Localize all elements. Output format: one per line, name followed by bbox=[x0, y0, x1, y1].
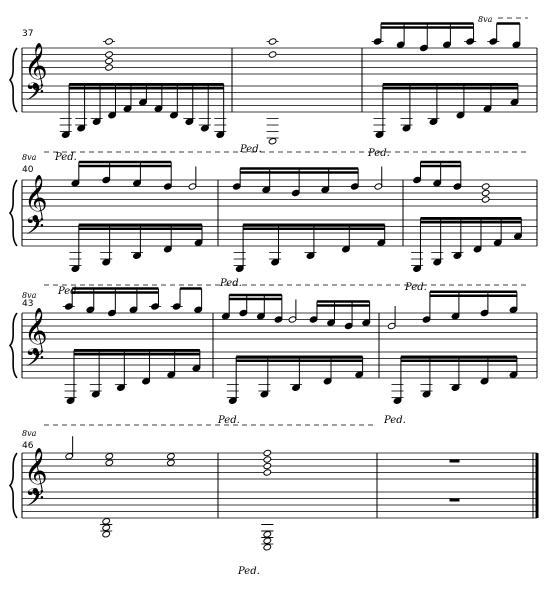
measure-number: 46 bbox=[22, 441, 34, 451]
pedal-marking: Ped. bbox=[239, 144, 262, 155]
measure-number: 43 bbox=[22, 299, 33, 309]
note-head bbox=[263, 449, 272, 457]
pedal-marking: Ped. bbox=[367, 148, 390, 159]
pedal-marking: Ped. bbox=[237, 566, 260, 577]
note-head bbox=[102, 518, 111, 525]
note-head bbox=[263, 531, 272, 538]
whole-rest bbox=[449, 459, 460, 463]
note-head bbox=[263, 462, 272, 470]
pedal-marking: Ped. bbox=[404, 282, 427, 293]
brace bbox=[8, 312, 18, 379]
ottava-marking: 8va bbox=[22, 291, 37, 300]
whole-rest bbox=[449, 498, 460, 502]
pedal-marking: Ped. bbox=[383, 415, 406, 426]
ottava-marking: 8va bbox=[22, 153, 37, 162]
note-head bbox=[105, 459, 114, 466]
pedal-marking: Ped. bbox=[217, 415, 240, 426]
note-head bbox=[105, 64, 113, 71]
ottava-marking: 8va bbox=[478, 15, 493, 24]
pedal-marking: Ped. bbox=[57, 286, 80, 297]
note-head bbox=[268, 38, 277, 45]
note-head bbox=[263, 456, 272, 463]
bass-clef-icon: 𝄢 bbox=[25, 78, 44, 113]
measure-number: 40 bbox=[22, 165, 34, 175]
treble-clef-icon: 𝄞 bbox=[24, 448, 48, 496]
treble-clef-icon: 𝄞 bbox=[24, 43, 48, 91]
bass-clef-icon: 𝄢 bbox=[25, 344, 44, 379]
brace bbox=[8, 179, 18, 247]
bass-clef-icon: 𝄢 bbox=[25, 212, 44, 247]
note-head bbox=[102, 524, 111, 531]
note-head bbox=[268, 51, 277, 58]
pedal-marking: Ped. bbox=[219, 278, 242, 289]
note-head bbox=[263, 537, 272, 544]
note-head bbox=[263, 469, 272, 476]
brace bbox=[8, 47, 18, 113]
notation-layer: 𝄞𝄢𝄞𝄢𝄞𝄢𝄞𝄢 bbox=[8, 17, 539, 551]
measure-number: 37 bbox=[22, 29, 33, 39]
ottava-marking: 8va bbox=[22, 429, 37, 438]
note-head bbox=[481, 189, 490, 197]
note-head bbox=[481, 183, 490, 190]
note-head bbox=[166, 459, 175, 466]
note-head bbox=[166, 453, 175, 460]
note-head bbox=[105, 51, 113, 58]
treble-clef-icon: 𝄞 bbox=[24, 175, 48, 223]
note-head bbox=[268, 138, 277, 145]
note-head bbox=[263, 544, 272, 551]
bass-clef-icon: 𝄢 bbox=[25, 484, 44, 519]
note-head bbox=[105, 453, 114, 460]
note-head bbox=[481, 196, 490, 203]
note-head bbox=[105, 57, 113, 65]
note-head bbox=[105, 38, 113, 45]
treble-clef-icon: 𝄞 bbox=[24, 308, 48, 356]
brace bbox=[8, 452, 18, 519]
pedal-marking: Ped. bbox=[54, 152, 77, 163]
note-head bbox=[102, 531, 111, 538]
